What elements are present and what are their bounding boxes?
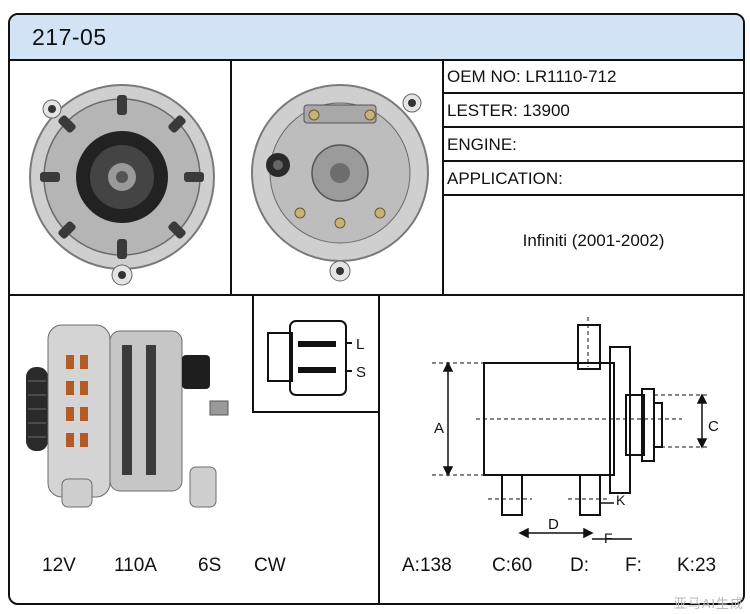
voltage-value: 12V bbox=[42, 555, 76, 576]
dim-a-value: A:138 bbox=[402, 555, 452, 577]
rotation-value: CW bbox=[254, 555, 286, 576]
alternator-rear-image bbox=[251, 84, 429, 282]
pin-s-label: S bbox=[356, 364, 366, 381]
pin-l-label: L bbox=[356, 336, 364, 353]
title-bar: 217-05 bbox=[10, 15, 743, 61]
divider bbox=[230, 59, 232, 296]
pulley-value: 6S bbox=[198, 555, 222, 576]
connector-diagram: L S bbox=[267, 320, 366, 396]
dim-a-number: 138 bbox=[419, 555, 452, 576]
watermark: 亚马AI生成 bbox=[673, 596, 744, 611]
application-label: APPLICATION: bbox=[447, 169, 563, 188]
lester-value: 13900 bbox=[522, 101, 570, 120]
dim-k-label: K bbox=[616, 492, 626, 508]
engine-label: ENGINE: bbox=[447, 135, 517, 154]
dim-c-number: 60 bbox=[511, 555, 533, 576]
dim-c-value: C:60 bbox=[492, 555, 532, 577]
lester-row: LESTER: 13900 bbox=[447, 101, 570, 121]
divider bbox=[442, 126, 743, 128]
dim-a-label: A bbox=[434, 420, 444, 437]
divider bbox=[442, 59, 444, 296]
part-number: 217-05 bbox=[32, 24, 107, 50]
divider bbox=[252, 294, 254, 413]
application-value: Infiniti (2001-2002) bbox=[522, 231, 665, 250]
divider bbox=[252, 411, 380, 413]
amperage-value: 110A bbox=[114, 555, 157, 576]
oem-row: OEM NO: LR1110-712 bbox=[447, 67, 616, 87]
engine-row: ENGINE: bbox=[447, 135, 517, 155]
divider bbox=[378, 294, 380, 603]
alternator-front-image bbox=[29, 84, 215, 286]
dim-d-label: D bbox=[548, 516, 559, 533]
oem-value: LR1110-712 bbox=[525, 67, 617, 86]
dim-a-key: A: bbox=[402, 555, 420, 576]
divider bbox=[442, 194, 743, 196]
lester-label: LESTER: bbox=[447, 101, 518, 120]
dim-k-key: K: bbox=[677, 555, 695, 576]
divider bbox=[442, 160, 743, 162]
alternator-side-image bbox=[26, 324, 229, 508]
dim-f-value: F: bbox=[625, 555, 642, 577]
dim-c-key: C: bbox=[492, 555, 511, 576]
dim-f-label: F bbox=[604, 530, 613, 546]
dim-d-key: D: bbox=[570, 555, 589, 576]
divider bbox=[442, 92, 743, 94]
dimension-drawing: A C D K F bbox=[432, 317, 719, 546]
dim-f-key: F: bbox=[625, 555, 642, 576]
spec-sheet: 217-05 OEM NO: LR1110-712 LESTER: 13900 … bbox=[8, 13, 745, 605]
dim-d-value: D: bbox=[570, 555, 589, 577]
application-row: APPLICATION: bbox=[447, 169, 563, 189]
divider bbox=[10, 294, 743, 296]
dim-k-number: 23 bbox=[694, 555, 717, 576]
dim-c-label: C bbox=[708, 418, 719, 435]
oem-label: OEM NO: bbox=[447, 67, 521, 86]
dim-k-value: K:23 bbox=[677, 555, 716, 577]
